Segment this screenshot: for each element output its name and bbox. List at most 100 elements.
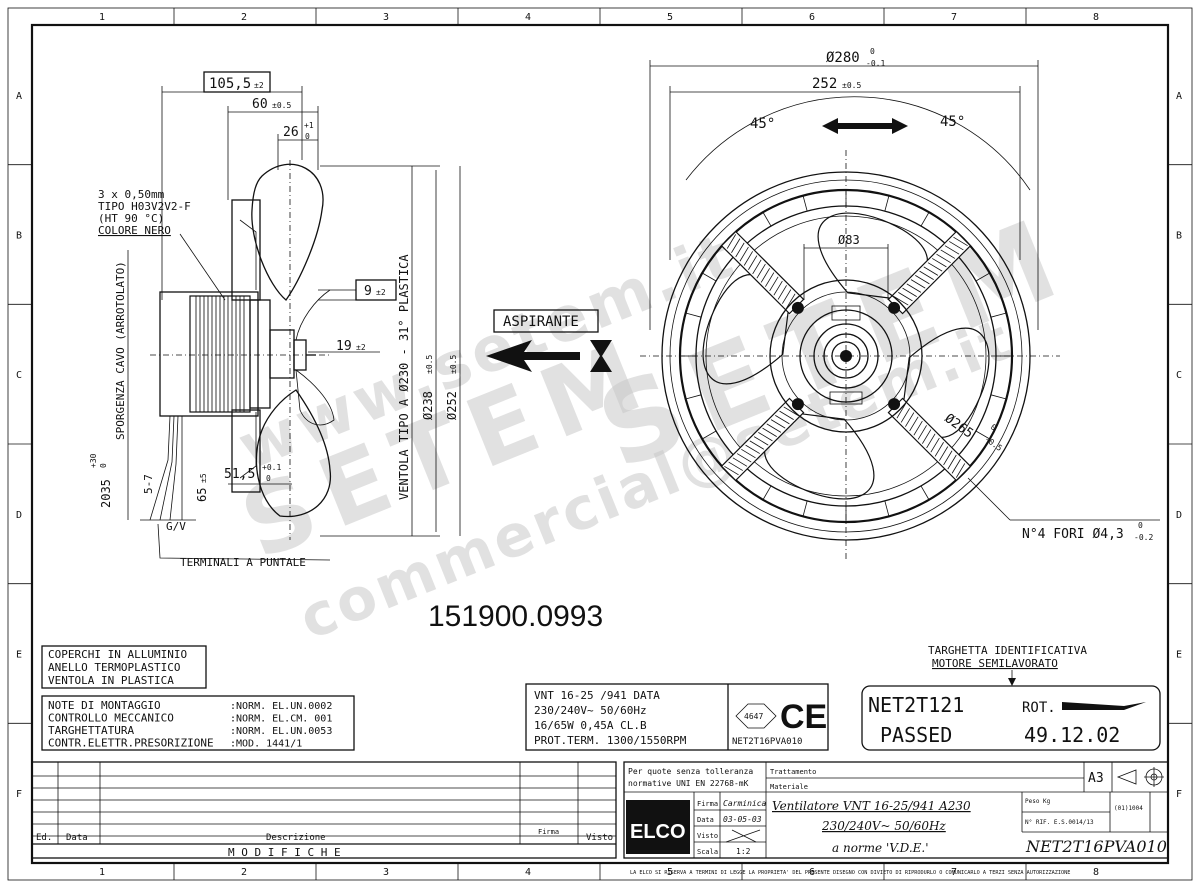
dim-252-front: 252 — [812, 76, 837, 92]
grid-col-label: 1 — [99, 867, 105, 878]
cable-spec-2: TIPO H03V2V2-F — [98, 200, 191, 213]
note-label: CONTROLLO MECCANICO — [48, 712, 174, 725]
data-label: Data — [697, 816, 714, 824]
dim-65-tol: ±5 — [199, 473, 208, 483]
dim-26-tol-top: +1 — [304, 121, 314, 130]
tol-note-2: normative UNI EN 22768-mK — [628, 779, 749, 788]
fan-blade-bottom — [255, 389, 332, 518]
aspirante-box — [493, 309, 599, 333]
dim-65: 65 — [195, 488, 209, 502]
grid-row-label: E — [1176, 650, 1182, 661]
fori-tol-bot: -0.2 — [1134, 533, 1153, 542]
rev-date-header: Data — [66, 833, 88, 843]
grid-row-label: A — [1176, 91, 1182, 102]
dim-83: Ø83 — [838, 233, 860, 247]
grid-row-label: F — [16, 789, 22, 800]
grid-col-label: 6 — [809, 867, 815, 878]
rev-ed-header: Ed. — [36, 833, 52, 843]
grid-row-label: C — [1176, 370, 1182, 381]
airflow-direction: ASPIRANTE — [486, 309, 612, 372]
approval-logo-icon — [735, 703, 777, 729]
dim-51-tol-top: +0.1 — [262, 463, 281, 472]
angle-right: 45° — [940, 114, 965, 130]
targhetta-date: 49.12.02 — [1024, 723, 1120, 747]
rev-firma-header: Firma — [538, 828, 559, 836]
visto-label: Visto — [697, 832, 718, 840]
wire-gv-label: G/V — [166, 520, 186, 533]
targhetta-rot: ROT. — [1022, 700, 1056, 716]
grid-col-label: 2 — [241, 12, 247, 23]
material-2: ANELLO TERMOPLASTICO — [48, 661, 180, 674]
notes-box: NOTE DI MONTAGGIO:NORM. EL.UN.0002CONTRO… — [41, 695, 355, 751]
plate-code: NET2T16PVA010 — [732, 737, 802, 747]
rev-visto-header: Visto — [586, 833, 613, 843]
cable-spec-3: (HT 90 °C) — [98, 212, 164, 225]
dim-105-tol: ±2 — [254, 81, 264, 90]
dim-252-front-tol: ±0.5 — [842, 81, 861, 90]
material-3: VENTOLA IN PLASTICA — [48, 674, 174, 687]
dim-26: 26 — [283, 125, 299, 140]
trattamento-label: Trattamento — [770, 768, 816, 776]
material-1: COPERCHI IN ALLUMINIO — [48, 648, 187, 661]
grid-col-label: 3 — [383, 867, 389, 878]
grid-col-label: 2 — [241, 867, 247, 878]
dim-252-tol: ±0.5 — [449, 355, 458, 374]
grid-col-label: 8 — [1093, 867, 1099, 878]
grid-col-label: 7 — [951, 12, 957, 23]
grid-row-label: E — [16, 650, 22, 661]
plate-line-3: 16/65W 0,45A CL.B — [534, 719, 647, 732]
ce-mark: CE — [780, 698, 827, 736]
plate-line-4: PROT.TERM. 1300/1550RPM — [534, 734, 687, 747]
dim-9: 9 — [364, 284, 372, 299]
airflow-tail-icon — [590, 340, 612, 372]
dim-19: 19 — [336, 339, 352, 354]
dim-5-7: 5-7 — [142, 474, 155, 494]
dim-60: 60 — [252, 97, 268, 112]
drawing-title-1: Ventilatore VNT 16-25/941 A230 — [772, 799, 971, 813]
dim-265-tol-top: 0 — [989, 422, 998, 432]
elco-logo-text: ELCO — [630, 821, 686, 843]
note-label: TARGHETTATURA — [48, 724, 134, 737]
scala-value: 1:2 — [736, 847, 751, 856]
plate-logo-num: 4647 — [744, 712, 763, 721]
guard-spoke — [720, 397, 805, 482]
data-value: 03-05-03 — [723, 815, 762, 824]
dim-19-tol: ±2 — [356, 343, 366, 352]
angle-left: 45° — [750, 116, 775, 132]
firma-value: Carminica — [723, 799, 767, 808]
airflow-arrow-icon — [486, 340, 580, 372]
cable-spec-4: COLORE NERO — [98, 224, 171, 237]
drawing-title-3: a norme 'V.D.E.' — [832, 841, 929, 855]
side-view: 105,5 ±2 60 ±0.5 26 +1 0 3 x 0,50mm TIPO… — [89, 71, 461, 569]
dim-51: 51,5 — [224, 467, 255, 482]
dim-280-tol-top: 0 — [870, 47, 875, 56]
grid-col-label: 1 — [99, 12, 105, 23]
guard-spoke — [887, 230, 972, 315]
targhetta-code: NET2T121 — [868, 693, 964, 717]
scala-label: Scala — [697, 848, 718, 856]
title-block: Ed. Data Descrizione Firma Visto M O D I… — [31, 761, 1169, 859]
dim-280: Ø280 — [826, 50, 860, 66]
note-value: :MOD. 1441/1 — [230, 739, 302, 750]
targhetta-status: PASSED — [880, 723, 952, 747]
peso-label: Peso Kg — [1025, 798, 1051, 805]
grid-col-label: 8 — [1093, 12, 1099, 23]
drawing-code: NET2T16PVA010 — [1025, 837, 1167, 856]
dim-2035: 2035 — [99, 479, 113, 508]
dim-2035-tol-bot: 0 — [99, 463, 108, 468]
aspirante-label: ASPIRANTE — [503, 314, 579, 330]
motor-body — [159, 291, 259, 417]
front-view: Ø280 0 -0.1 252 ±0.5 45° 45° — [640, 47, 1160, 560]
rev-code: (01)1004 — [1114, 805, 1143, 812]
targhetta-title-2: MOTORE SEMILAVORATO — [932, 657, 1058, 670]
grid-row-label: A — [16, 91, 22, 102]
plate-line-2: 230/240V~ 50/60Hz — [534, 704, 647, 717]
grid-col-label: 4 — [525, 867, 531, 878]
plate-line-1: VNT 16-25 /941 DATA — [534, 689, 660, 702]
materials-box: COPERCHI IN ALLUMINIO ANELLO TERMOPLASTI… — [41, 645, 207, 689]
motor-label-plate: VNT 16-25 /941 DATA 230/240V~ 50/60Hz 16… — [525, 683, 829, 751]
visto-signature-icon — [725, 829, 761, 843]
dim-51-tol-bot: 0 — [266, 474, 271, 483]
grid-row-label: D — [16, 510, 22, 521]
ventola-label: VENTOLA TIPO A Ø230 - 31° PLASTICA — [397, 254, 411, 500]
